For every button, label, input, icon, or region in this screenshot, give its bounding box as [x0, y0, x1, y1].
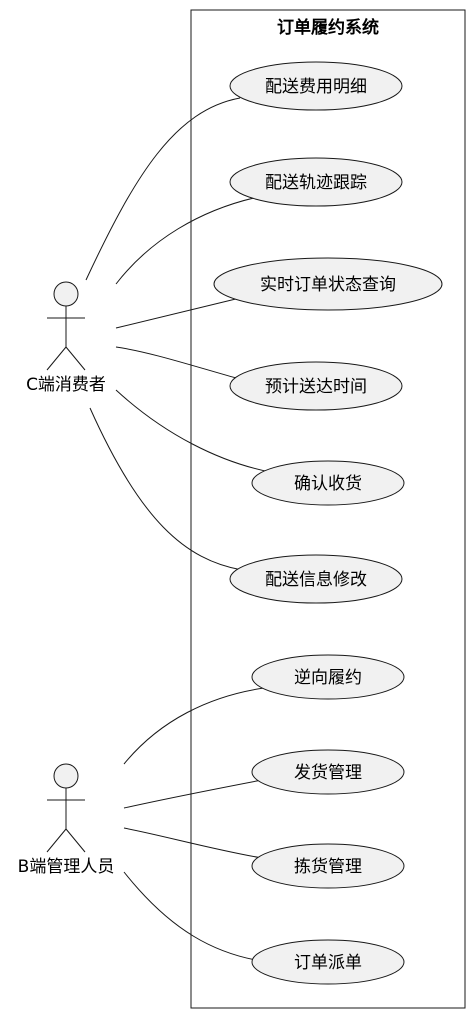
- use-case-4: 预计送达时间: [229, 361, 403, 411]
- association-line: [115, 389, 271, 473]
- actor-head: [53, 281, 79, 307]
- actor-head: [53, 763, 79, 789]
- system-boundary: [190, 9, 466, 1009]
- use-case-2: 配送轨迹跟踪: [229, 157, 403, 207]
- actor-leg: [65, 828, 86, 853]
- association-line: [115, 196, 259, 285]
- use-case-ellipse: [251, 939, 405, 985]
- association-line: [85, 97, 241, 281]
- association-line: [89, 407, 243, 571]
- use-case-1: 配送费用明细: [229, 61, 403, 111]
- actor-label: B端管理人员: [18, 857, 115, 877]
- actor-c-consumer: C端消费者: [26, 281, 106, 395]
- use-case-label: 订单派单: [294, 953, 362, 973]
- association-line: [123, 871, 269, 963]
- association-line: [123, 779, 263, 809]
- use-case-9: 拣货管理: [251, 843, 405, 889]
- use-case-ellipse: [213, 257, 443, 311]
- use-case-ellipse: [229, 61, 403, 111]
- use-case-3: 实时订单状态查询: [213, 257, 443, 311]
- use-case-ellipse: [229, 361, 403, 411]
- association-line: [123, 827, 263, 859]
- system-title: 订单履约系统: [277, 17, 379, 38]
- use-case-label: 配送信息修改: [265, 570, 367, 590]
- use-case-ellipse: [251, 843, 405, 889]
- actor-b-manager: B端管理人员: [18, 763, 115, 877]
- associations: [85, 97, 271, 963]
- use-case-label: 发货管理: [294, 763, 362, 783]
- use-case-label: 配送费用明细: [265, 77, 367, 97]
- association-line: [115, 296, 245, 329]
- use-case-label: 拣货管理: [294, 857, 362, 877]
- use-case-8: 发货管理: [251, 749, 405, 795]
- association-line: [115, 346, 237, 379]
- use-case-label: 预计送达时间: [265, 377, 367, 397]
- use-case-6: 配送信息修改: [229, 554, 403, 604]
- use-case-ellipse: [251, 460, 405, 506]
- use-case-label: 实时订单状态查询: [260, 275, 396, 295]
- actor-label: C端消费者: [26, 375, 106, 395]
- use-case-5: 确认收货: [251, 460, 405, 506]
- use-case-label: 配送轨迹跟踪: [265, 173, 367, 193]
- use-case-ellipse: [229, 554, 403, 604]
- use-case-10: 订单派单: [251, 939, 405, 985]
- use-case-ellipse: [229, 157, 403, 207]
- actor-leg: [46, 346, 67, 371]
- use-case-ellipse: [251, 654, 405, 700]
- association-line: [123, 687, 265, 765]
- actor-leg: [65, 346, 86, 371]
- use-case-label: 确认收货: [294, 474, 362, 494]
- use-case-7: 逆向履约: [251, 654, 405, 700]
- use-case-ellipse: [251, 749, 405, 795]
- use-case-label: 逆向履约: [294, 668, 362, 688]
- actor-leg: [46, 828, 67, 853]
